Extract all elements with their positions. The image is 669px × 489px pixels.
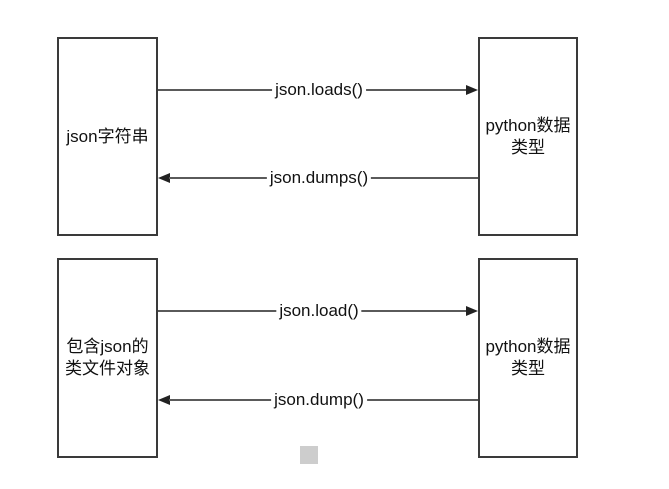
- arrow-label-json-dumps: json.dumps(): [266, 168, 372, 188]
- box-python-data-type-bottom-label-line1: python数据: [485, 337, 571, 357]
- box-json-file-like-object-label-line1: 包含json的: [66, 337, 149, 357]
- box-json-file-like-object: 包含json的 类文件对象: [57, 258, 158, 458]
- box-python-data-type-top-label-line2: 类型: [511, 137, 545, 157]
- gray-square-marker: [300, 446, 318, 464]
- arrowhead-right-json-load: [466, 306, 478, 316]
- arrowhead-left-json-dumps: [158, 173, 170, 183]
- box-python-data-type-bottom-label-line2: 类型: [511, 359, 545, 378]
- box-json-string: json字符串: [57, 37, 158, 236]
- box-json-file-like-object-label-line2: 类文件对象: [65, 359, 150, 378]
- box-python-data-type-top: python数据 类型: [478, 37, 578, 236]
- arrowhead-right-json-loads: [466, 85, 478, 95]
- arrow-label-json-load: json.load(): [276, 301, 362, 321]
- arrowhead-left-json-dump: [158, 395, 170, 405]
- arrow-label-json-loads: json.loads(): [272, 80, 366, 100]
- box-python-data-type-top-label-line1: python数据: [485, 115, 571, 135]
- box-python-data-type-bottom: python数据 类型: [478, 258, 578, 458]
- arrow-label-json-dump: json.dump(): [271, 390, 367, 410]
- box-json-string-label: json字符串: [66, 126, 149, 146]
